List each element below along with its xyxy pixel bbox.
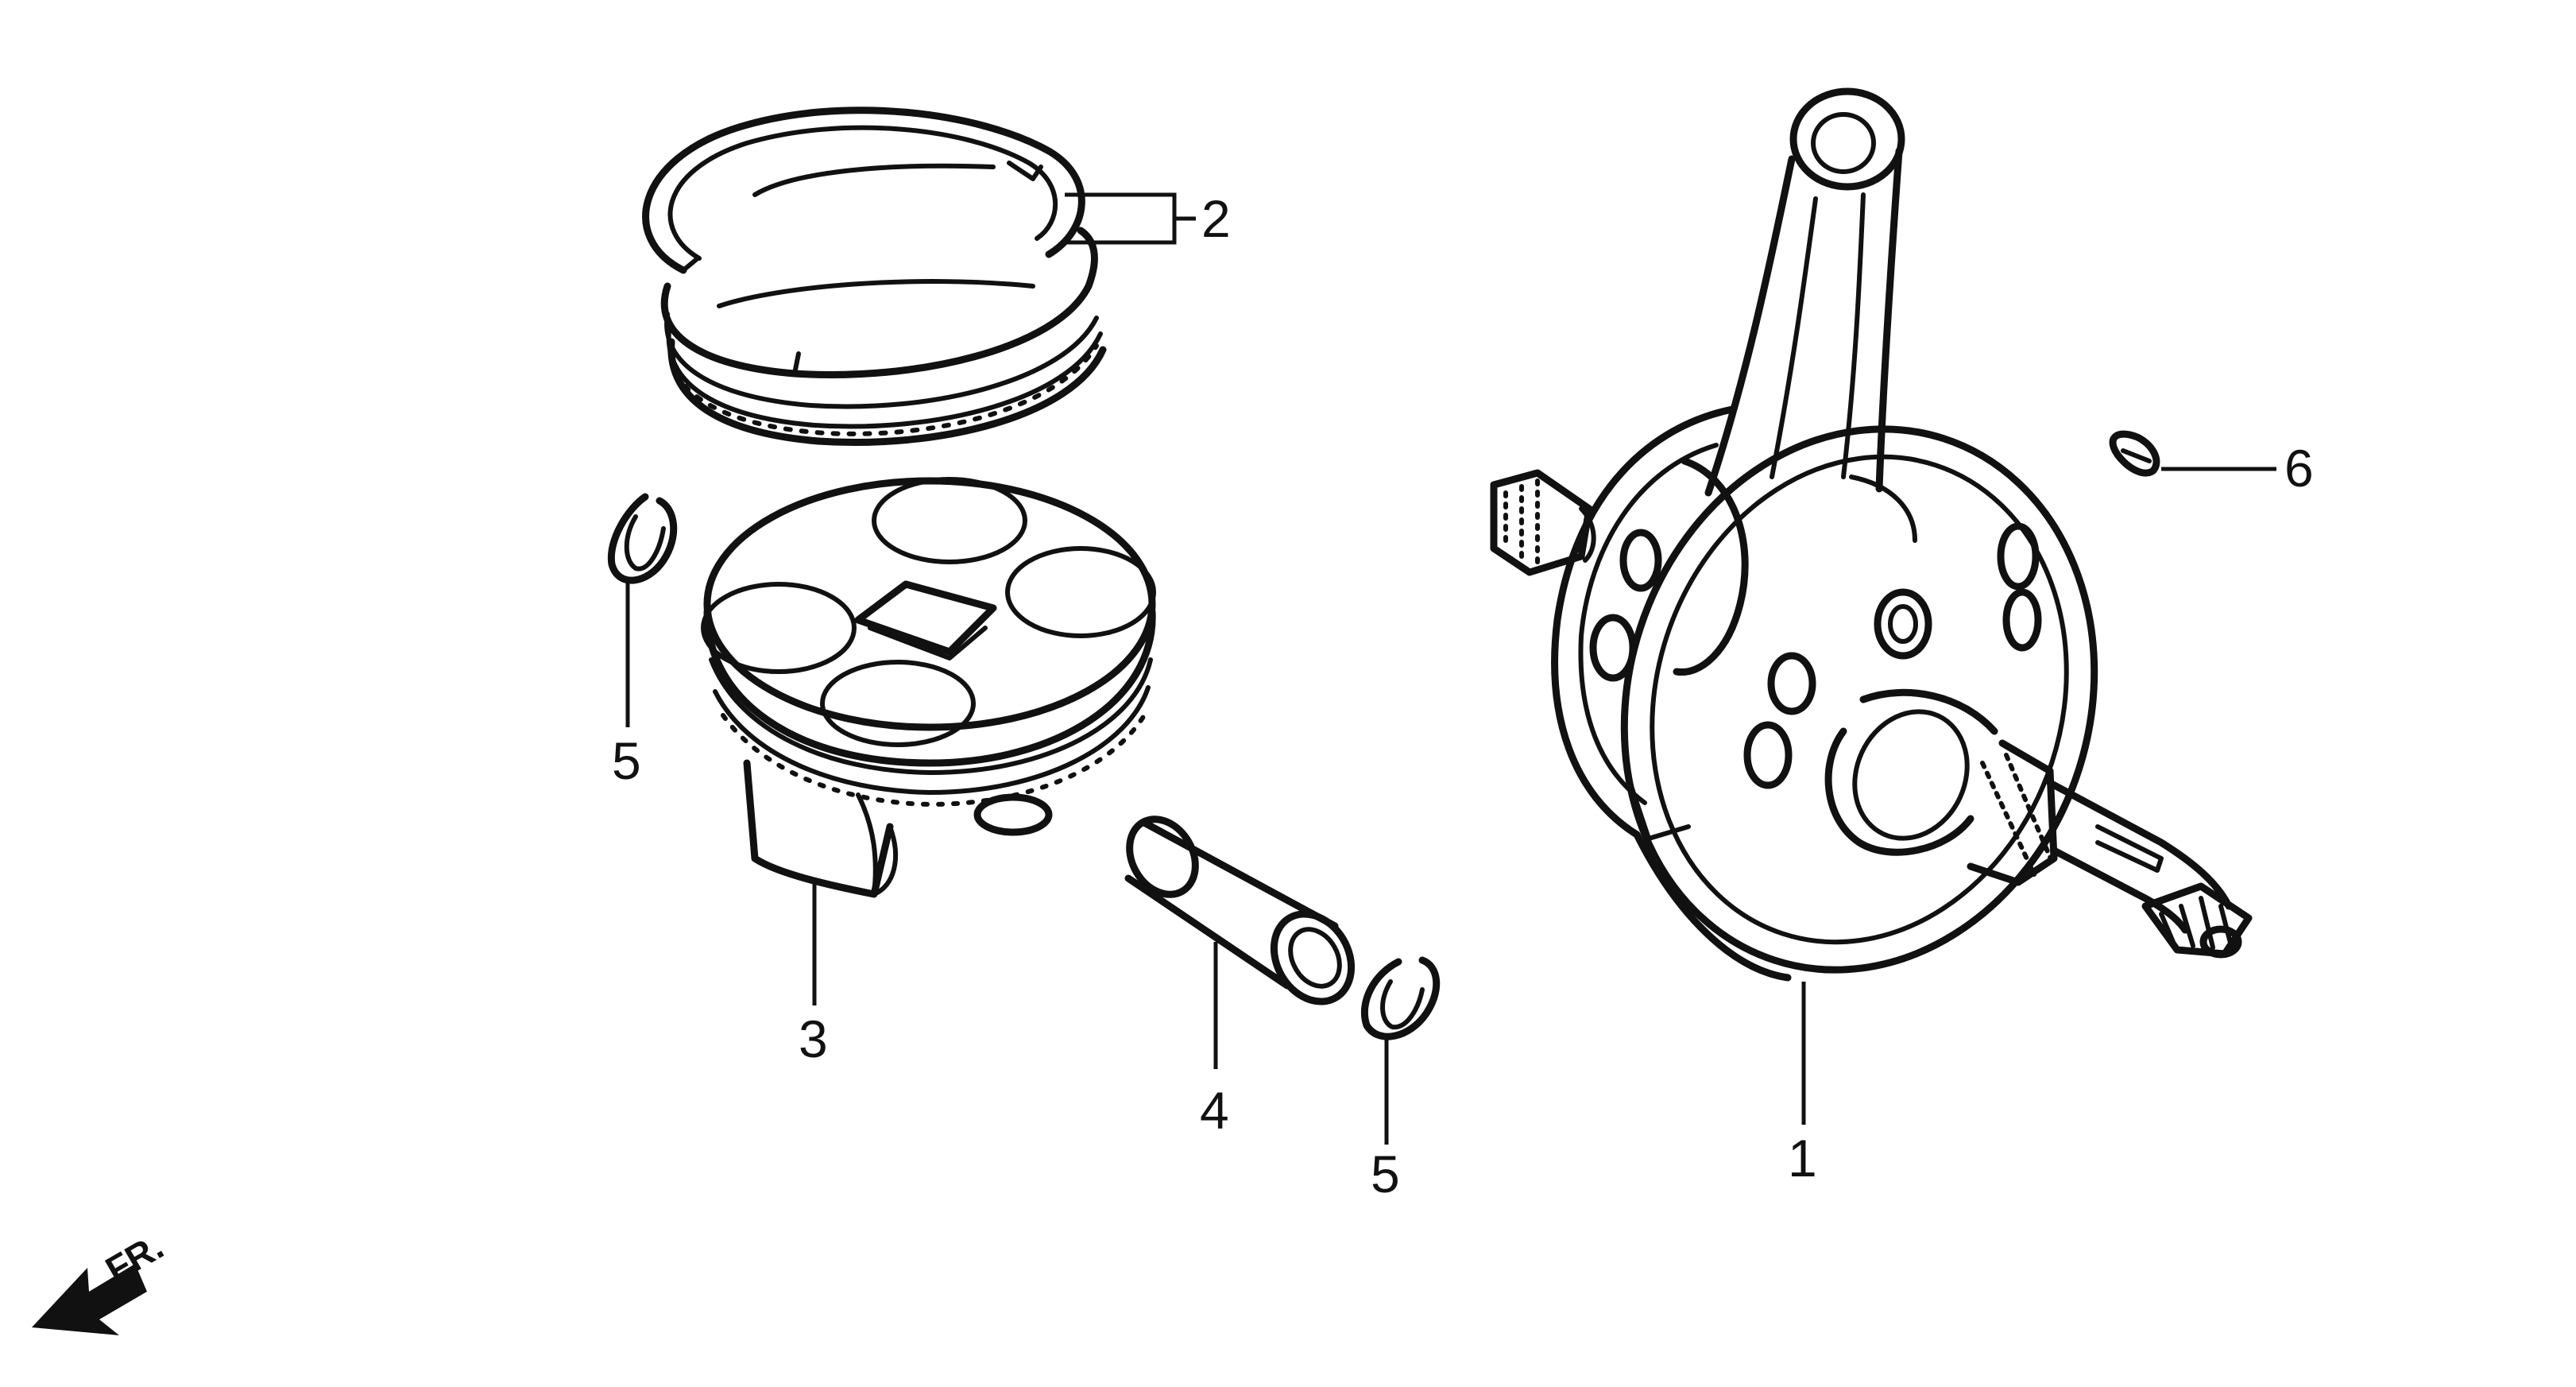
crankshaft-assembly[interactable] — [1490, 87, 2253, 1032]
callout-6: 6 — [2284, 439, 2314, 498]
callout-1: 1 — [1788, 1129, 1817, 1187]
piston-pin[interactable] — [1116, 808, 1367, 1016]
piston-ring-set[interactable] — [642, 107, 1107, 447]
callout-5-right: 5 — [1371, 1145, 1400, 1203]
woodruff-key[interactable] — [2109, 430, 2160, 477]
callout-2: 2 — [1201, 189, 1231, 248]
callout-5-left: 5 — [612, 731, 641, 790]
piston-pin-clip-right[interactable] — [1360, 956, 1441, 1040]
callout-leader-2 — [1065, 192, 1196, 245]
piston[interactable] — [701, 477, 1156, 898]
callout-3: 3 — [799, 1009, 828, 1068]
front-direction-arrow-icon — [32, 1264, 147, 1335]
piston-pin-clip-left[interactable] — [607, 493, 678, 584]
callout-4: 4 — [1200, 1081, 1229, 1140]
